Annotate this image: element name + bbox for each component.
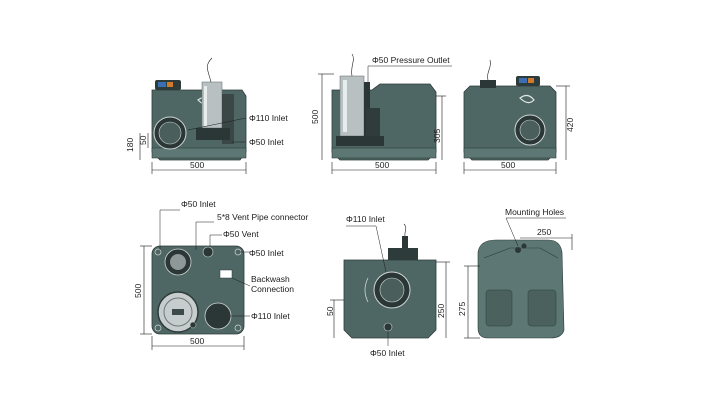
rear-outlet-stub bbox=[480, 80, 496, 88]
front-pump-highlight bbox=[204, 86, 207, 126]
iso-leader-mount bbox=[505, 217, 519, 247]
rear-dim-height: 420 bbox=[565, 118, 575, 132]
iso-dim-275: 275 bbox=[457, 302, 467, 316]
top-dim-width: 500 bbox=[190, 336, 204, 346]
side-dim-width: 500 bbox=[375, 160, 389, 170]
rear-cap-orange bbox=[528, 78, 534, 83]
top-label-inlet110: Φ110 Inlet bbox=[251, 311, 290, 321]
top-label-vent-conn: 5*8 Vent Pipe connector bbox=[217, 212, 308, 222]
top-label-backwash-1: Backwash bbox=[251, 274, 290, 284]
top-vent bbox=[202, 246, 214, 258]
front-leader-110 bbox=[187, 117, 247, 131]
top-label-inlet50: Φ50 Inlet bbox=[181, 199, 216, 209]
lower-port-110-inner bbox=[379, 277, 405, 303]
rear-view: 420 500 bbox=[463, 59, 575, 174]
lower-label-inlet110: Φ110 Inlet bbox=[346, 214, 385, 224]
iso-foot-left bbox=[485, 289, 513, 327]
top-inspection-handle bbox=[172, 309, 184, 315]
top-view: Φ50 Inlet 5*8 Vent Pipe connector Φ50 Ve… bbox=[133, 199, 308, 350]
rear-cap-blue bbox=[519, 78, 527, 83]
side-dim-305: 305 bbox=[432, 129, 442, 143]
rear-cable bbox=[487, 59, 491, 81]
side-label-outlet: Φ50 Pressure Outlet bbox=[372, 55, 450, 65]
front-view: Φ110 Inlet Φ50 Inlet 500 180 50 bbox=[125, 57, 288, 174]
top-bolt-tl bbox=[154, 248, 162, 256]
lower-cable bbox=[403, 223, 407, 237]
rear-tank-base bbox=[463, 147, 557, 159]
lower-dim-50: 50 bbox=[325, 306, 335, 316]
front-dim-180: 180 bbox=[125, 138, 135, 152]
iso-mount-hole-2 bbox=[521, 243, 527, 249]
top-port-50-inner bbox=[170, 254, 186, 270]
side-check-valve bbox=[366, 108, 380, 138]
side-view: Φ50 Pressure Outlet 500 305 500 bbox=[310, 53, 452, 174]
iso-foot-right bbox=[527, 289, 557, 327]
lower-port-50 bbox=[383, 322, 393, 332]
top-label-backwash-2: Connection bbox=[251, 284, 294, 294]
front-port-110-inner bbox=[158, 121, 182, 145]
side-cable bbox=[351, 53, 354, 77]
front-pump-base bbox=[196, 128, 230, 140]
front-label-inlet50: Φ50 Inlet bbox=[249, 137, 284, 147]
top-label-vent: Φ50 Vent bbox=[223, 229, 259, 239]
top-inspection-cover-ring bbox=[163, 297, 193, 327]
rear-logo-icon bbox=[519, 94, 535, 104]
front-label-inlet110: Φ110 Inlet bbox=[249, 113, 288, 123]
bottom-iso-view: Mounting Holes 250 275 bbox=[457, 207, 573, 339]
side-pump-base bbox=[336, 136, 384, 146]
iso-dim-250: 250 bbox=[537, 227, 551, 237]
rear-dim-width: 500 bbox=[501, 160, 515, 170]
top-port-110 bbox=[204, 302, 232, 330]
top-dim-height: 500 bbox=[133, 284, 143, 298]
front-cable bbox=[207, 57, 213, 83]
top-label-inlet50-right: Φ50 Inlet bbox=[249, 248, 284, 258]
rear-port-110-inner bbox=[519, 119, 541, 141]
front-dim-width: 500 bbox=[190, 160, 204, 170]
lower-cable-gland bbox=[402, 236, 408, 248]
top-small-port bbox=[189, 321, 197, 329]
front-dim-50: 50 bbox=[138, 135, 148, 145]
lower-dim-250: 250 bbox=[436, 304, 446, 318]
iso-mount-hole-1 bbox=[515, 247, 521, 253]
front-cap-blue bbox=[158, 82, 166, 87]
lower-leader-110 bbox=[375, 225, 387, 273]
front-cap-orange bbox=[167, 82, 173, 87]
top-bolt-bl bbox=[154, 324, 162, 332]
side-dim-height: 500 bbox=[310, 110, 320, 124]
iso-label-mount: Mounting Holes bbox=[505, 207, 564, 217]
top-bolt-br bbox=[234, 324, 242, 332]
lower-front-view: Φ110 Inlet Φ50 Inlet 50 250 bbox=[325, 214, 450, 358]
lower-label-inlet50: Φ50 Inlet bbox=[370, 348, 405, 358]
top-backwash-box bbox=[219, 269, 233, 279]
top-leader-backwash bbox=[231, 277, 251, 287]
lower-rib-left bbox=[364, 277, 369, 303]
lower-pump-head bbox=[388, 248, 418, 260]
side-pump-highlight bbox=[343, 80, 347, 132]
side-tank-base bbox=[331, 147, 437, 159]
front-tank-base bbox=[151, 147, 247, 159]
